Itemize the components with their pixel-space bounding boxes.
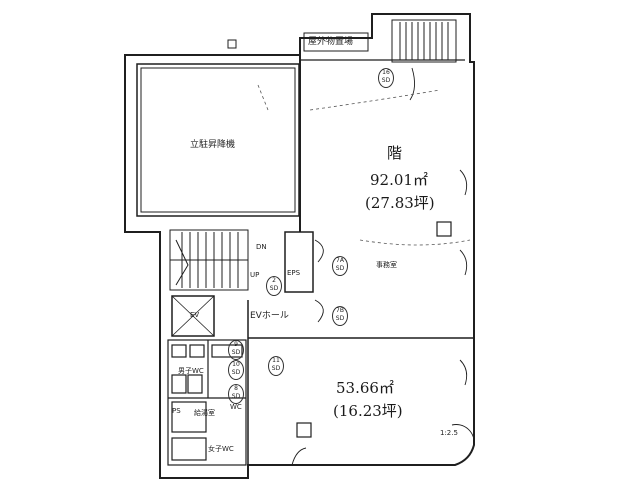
tsubo-upper: (27.83坪) [365,194,435,212]
mech-parking-label: 立駐昇降機 [190,140,236,150]
door-swing [314,239,324,263]
scale-label: 1:2.5 [440,429,458,437]
stair-treads-top [399,22,449,60]
area-lower: 53.66㎡ [336,379,394,397]
ev-hall-label: EVホール [250,311,289,321]
wc-label: WC [230,403,242,411]
exterior-wall [124,13,475,479]
tsubo-lower: (16.23坪) [333,402,403,420]
column [436,221,452,237]
mens-wc-label: 男子WC [178,367,204,375]
outdoor-storage-label: 屋外物置場 [308,37,354,47]
column [296,422,312,438]
kyutoshitsu-label: 給湯室 [194,409,215,417]
office-label: 事務室 [376,261,397,269]
dn-label: DN [256,243,267,251]
elevator-shaft [171,295,215,337]
kitchenette [171,401,207,433]
eps-room [284,231,314,293]
floor-label: 階 [387,144,403,162]
womens-wc-label: 女子WC [208,445,234,453]
up-label: UP [250,271,260,279]
area-upper: 92.01㎡ [370,171,428,189]
wc-block [167,339,247,466]
stair-top-right [391,19,457,63]
eps-label: EPS [287,269,301,277]
ps-label: PS [172,407,181,415]
ev-label: EV [190,311,200,319]
